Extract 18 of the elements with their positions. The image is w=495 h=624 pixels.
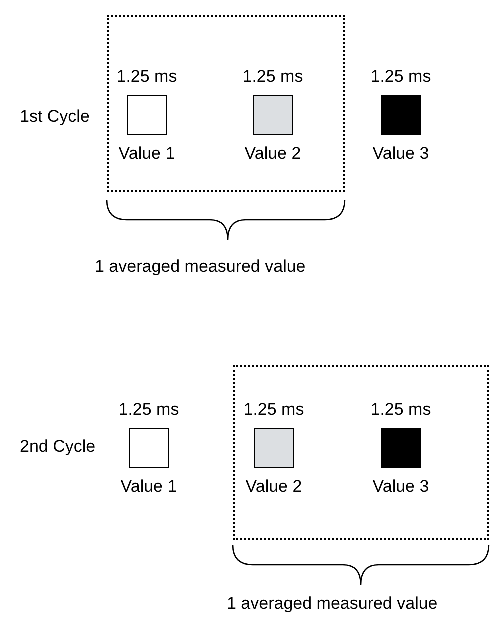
dotted-frame [233, 365, 489, 540]
duration-label: 1.25 ms [370, 399, 432, 420]
brace-label: 1 averaged measured value [95, 257, 306, 277]
value-label: Value 1 [120, 476, 178, 497]
cycle-label: 1st Cycle [20, 107, 90, 127]
duration-label: 1.25 ms [118, 399, 180, 420]
value-label: Value 2 [244, 143, 302, 164]
brace-label: 1 averaged measured value [227, 594, 438, 614]
value-label: Value 3 [372, 143, 430, 164]
cycle-label: 2nd Cycle [20, 437, 96, 457]
value-label: Value 3 [372, 476, 430, 497]
dotted-frame [107, 15, 345, 192]
duration-label: 1.25 ms [242, 66, 304, 87]
duration-label: 1.25 ms [242, 399, 306, 420]
value-label: Value 2 [244, 476, 304, 497]
duration-label: 1.25 ms [116, 66, 178, 87]
value-label: Value 1 [118, 143, 176, 164]
duration-label: 1.25 ms [370, 66, 432, 87]
